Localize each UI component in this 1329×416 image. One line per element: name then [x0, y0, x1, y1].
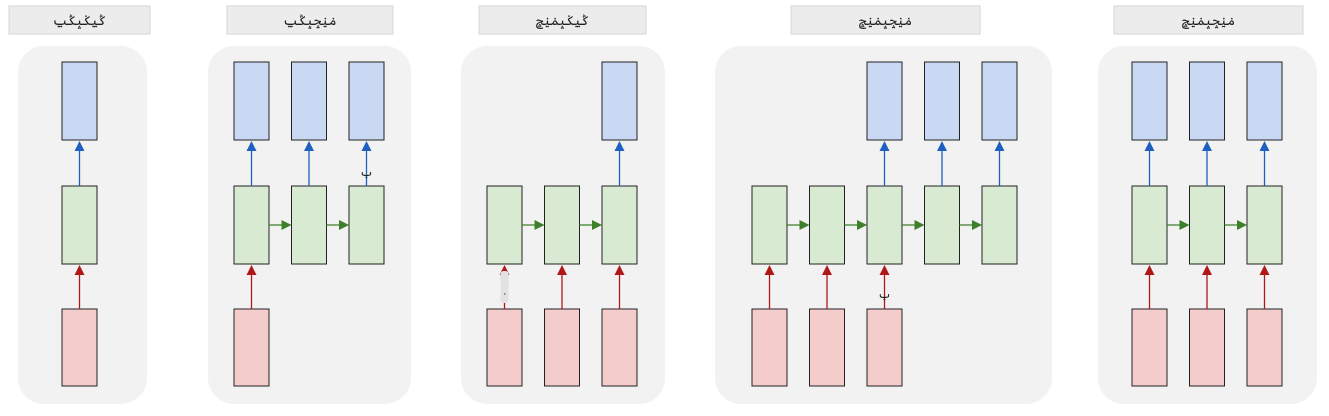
- hidden-state-box: [486, 185, 523, 265]
- input-box: [1131, 308, 1168, 387]
- hidden-state-box: [981, 185, 1018, 265]
- output-box: [981, 61, 1018, 141]
- input-box: [866, 308, 903, 387]
- hidden-state-box: [1131, 185, 1168, 265]
- panel-title: ݥݧݘݒݥݧݘ: [1182, 14, 1235, 30]
- output-box: [1131, 61, 1168, 141]
- hidden-state-box: [866, 185, 903, 265]
- panel-3: ݥݧݘݒݥݧݘ ݕ: [715, 5, 1052, 404]
- input-box: [601, 308, 638, 387]
- output-box: [601, 61, 638, 141]
- hidden-state-box: [348, 185, 385, 265]
- input-box: [809, 308, 845, 387]
- output-box: [291, 61, 327, 141]
- panel-title: ݣݐݢݒݥݧݘ: [536, 13, 589, 30]
- panel-2: ݣݐݢݒݥݧݘ ᐧ: [461, 5, 665, 404]
- output-box: [1246, 61, 1283, 141]
- panel-title: ݥݧݘݒݣݐ: [283, 13, 336, 29]
- panel-title: ݥݧݘݒݥݧݘ: [859, 14, 912, 30]
- hidden-state-box: [291, 185, 327, 265]
- output-box: [924, 61, 960, 141]
- input-box: [233, 308, 270, 387]
- output-box: [233, 61, 270, 141]
- hidden-state-box: [61, 185, 98, 265]
- input-box: [1189, 308, 1225, 387]
- input-box: [544, 308, 580, 387]
- output-box: [348, 61, 385, 141]
- output-box: [61, 61, 98, 141]
- panel-title-box: [790, 5, 981, 35]
- hidden-state-box: [233, 185, 270, 265]
- panel-title-box: [8, 5, 151, 35]
- stray-label: ݕ: [360, 166, 373, 179]
- output-box: [1189, 61, 1225, 141]
- artifact-patch: [500, 271, 509, 303]
- stray-label: ᐧ: [503, 288, 506, 301]
- hidden-state-box: [809, 185, 845, 265]
- input-box: [751, 308, 788, 387]
- hidden-state-box: [1189, 185, 1225, 265]
- hidden-state-box: [544, 185, 580, 265]
- panel-title-box: [226, 5, 394, 35]
- output-box: [866, 61, 903, 141]
- input-box: [486, 308, 523, 387]
- input-box: [61, 308, 98, 387]
- panel-title-box: [1113, 5, 1304, 35]
- panel-title-box: [478, 5, 647, 35]
- panel-4: ݥݧݘݒݥݧݘ: [1098, 5, 1317, 404]
- panel-1: ݥݧݘݒݣݐ ݕ: [208, 5, 411, 404]
- hidden-state-box: [751, 185, 788, 265]
- stray-label: ݕ: [878, 288, 891, 301]
- panel-title: ݣݐݢݒݣݐ: [53, 13, 106, 29]
- panel-0: ݣݐݢݒݣݐ: [8, 5, 151, 404]
- input-box: [1246, 308, 1283, 387]
- hidden-state-box: [924, 185, 960, 265]
- hidden-state-box: [601, 185, 638, 265]
- hidden-state-box: [1246, 185, 1283, 265]
